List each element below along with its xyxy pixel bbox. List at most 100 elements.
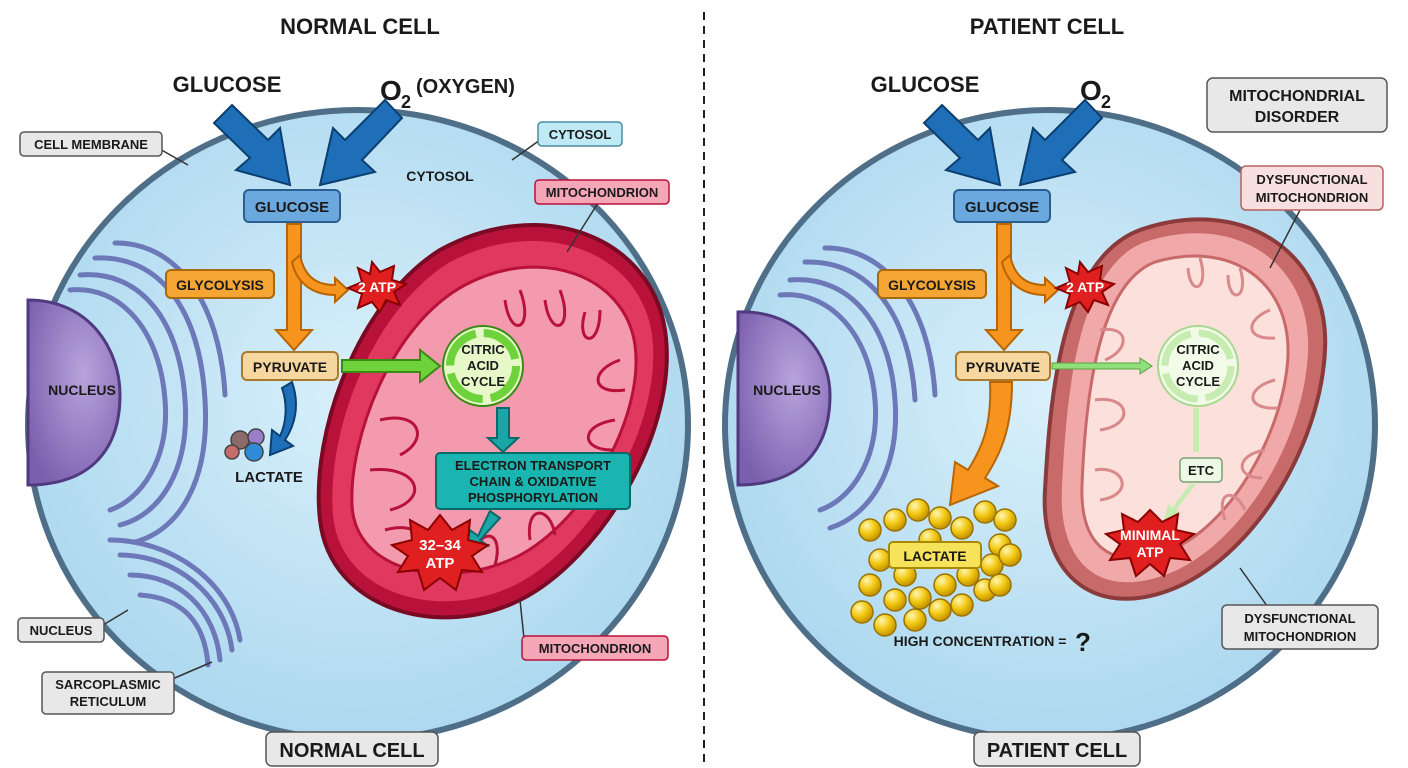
patient-lactate-arrow	[948, 381, 1014, 507]
normal-atp-branch-arrow	[290, 253, 350, 305]
patient-input-o2-sub: 2	[1101, 92, 1111, 112]
normal-nucleus-inner-label: NUCLEUS	[48, 382, 116, 398]
patient-etc-label: ETC	[1188, 463, 1215, 478]
lactate-ball	[928, 598, 952, 622]
normal-pyruvate-label: PYRUVATE	[253, 359, 327, 375]
patient-nucleus-inner-label: NUCLEUS	[753, 382, 821, 398]
patient-glucose-arrow	[922, 103, 1002, 187]
lactate-ball	[906, 498, 930, 522]
patient-atp-min-line1: MINIMAL	[1120, 527, 1180, 543]
normal-atp-big-star	[389, 513, 491, 592]
patient-etc-box	[1179, 457, 1223, 483]
normal-sr-line2: RETICULUM	[70, 694, 147, 709]
patient-footer-box	[973, 731, 1141, 767]
normal-etc-box	[435, 452, 631, 510]
patient-nucleus	[736, 310, 832, 487]
patient-pyruvate-to-cycle-arrow	[1051, 357, 1153, 375]
normal-glycolysis-arrow	[273, 223, 315, 352]
patient-high-concentration: HIGH CONCENTRATION =	[894, 633, 1067, 649]
lactate-ball	[883, 588, 907, 612]
patient-citric-cycle-ring	[1161, 329, 1235, 403]
patient-cycle-line2: ACID	[1182, 358, 1214, 373]
normal-cytosol-callout	[537, 121, 623, 147]
normal-pyruvate-to-cycle-arrow	[341, 347, 442, 385]
patient-glycolysis-label: GLYCOLYSIS	[888, 277, 976, 293]
normal-cycle-line3: CYCLE	[461, 374, 505, 389]
normal-atp-big-line2: ATP	[426, 555, 455, 572]
normal-atp-small-label: 2 ATP	[358, 279, 396, 295]
normal-cycle-line1: CITRIC	[461, 342, 505, 357]
normal-input-o2: O	[380, 75, 402, 106]
normal-cycle-to-etc-arrow	[485, 407, 521, 454]
lactate-ball	[928, 506, 952, 530]
normal-nucleus-callout-label: NUCLEUS	[30, 623, 93, 638]
normal-pyruvate-box	[241, 351, 339, 381]
patient-question-mark: ?	[1075, 627, 1091, 657]
normal-sr-line1: SARCOPLASMIC	[55, 677, 161, 692]
patient-cycle-line1: CITRIC	[1176, 342, 1220, 357]
normal-etc-line1: ELECTRON TRANSPORT	[455, 458, 611, 473]
patient-input-o2: O	[1080, 75, 1102, 106]
patient-dysfunctional-bottom-line1: DYSFUNCTIONAL	[1244, 611, 1355, 626]
normal-footer-label: NORMAL CELL	[279, 740, 424, 762]
patient-dysfunctional-bottom-leader	[1239, 567, 1271, 611]
lactate-ball	[998, 543, 1022, 567]
patient-atp-small-label: 2 ATP	[1066, 279, 1104, 295]
normal-cytosol-leader	[511, 139, 541, 161]
normal-lactate-arrow	[268, 380, 297, 457]
patient-dysfunctional-top-leader	[1269, 209, 1301, 269]
patient-cycle-to-etc-arrow	[1193, 408, 1199, 452]
lactate-ball	[950, 516, 974, 540]
lactate-ball	[988, 573, 1012, 597]
normal-mito-bottom-label: MITOCHONDRION	[539, 641, 651, 656]
lactate-ball	[858, 518, 882, 542]
normal-input-o2-suffix: (OXYGEN)	[416, 76, 515, 98]
normal-cell-panel: NORMAL CELL NUCLEUS	[17, 14, 691, 767]
normal-citric-cycle-bg	[442, 325, 524, 407]
lactate-ball	[903, 608, 927, 632]
normal-citric-cycle-ring	[446, 329, 520, 403]
patient-dysfunctional-top-line2: MITOCHONDRION	[1256, 190, 1368, 205]
normal-input-o2-sub: 2	[401, 92, 411, 112]
patient-footer-label: PATIENT CELL	[987, 740, 1127, 762]
patient-cycle-line3: CYCLE	[1176, 374, 1220, 389]
patient-dysfunctional-bottom-line2: MITOCHONDRION	[1244, 629, 1356, 644]
normal-mito-top-label: MITOCHONDRION	[546, 185, 658, 200]
patient-citric-cycle-bg	[1157, 325, 1239, 407]
normal-nucleus-callout	[17, 617, 105, 643]
patient-dysfunctional-top-callout	[1240, 165, 1384, 211]
normal-glucose-arrow	[212, 103, 292, 187]
patient-dysfunctional-bottom-callout	[1221, 604, 1379, 650]
patient-dysfunctional-top-line1: DYSFUNCTIONAL	[1256, 172, 1367, 187]
normal-nucleus	[26, 298, 122, 487]
lactate-ball	[973, 500, 997, 524]
normal-membrane-callout-label: CELL MEMBRANE	[34, 137, 148, 152]
lactate-ball	[933, 573, 957, 597]
normal-glucose-box	[243, 189, 341, 223]
lactate-ball	[868, 548, 892, 572]
lactate-ball	[873, 613, 897, 637]
normal-mito-top-leader	[566, 202, 599, 253]
patient-lactate-label: LACTATE	[903, 548, 966, 564]
normal-footer-box	[265, 731, 439, 767]
patient-atp-small-star	[1053, 259, 1117, 314]
lactate-ball	[883, 508, 907, 532]
normal-cytosol-callout-label: CYTOSOL	[549, 127, 612, 142]
normal-glucose-label: GLUCOSE	[255, 199, 329, 216]
normal-lactate-molecule	[244, 442, 264, 462]
normal-membrane-leader	[157, 147, 189, 166]
normal-input-glucose: GLUCOSE	[173, 72, 282, 97]
patient-etc-to-atp-arrow	[1164, 484, 1196, 520]
normal-sr-callout	[41, 671, 175, 715]
patient-atp-branch-arrow	[1000, 253, 1060, 305]
normal-o2-arrow	[318, 98, 404, 187]
patient-cell-panel: PATIENT CELL NUCLEUS	[722, 14, 1388, 767]
normal-cytosol-text: CYTOSOL	[406, 168, 474, 184]
normal-etc-line3: PHOSPHORYLATION	[468, 490, 598, 505]
lactate-ball	[850, 600, 874, 624]
normal-atp-big-line1: 32–34	[419, 537, 461, 554]
patient-pyruvate-label: PYRUVATE	[966, 359, 1040, 375]
normal-cycle-line2: ACID	[467, 358, 499, 373]
